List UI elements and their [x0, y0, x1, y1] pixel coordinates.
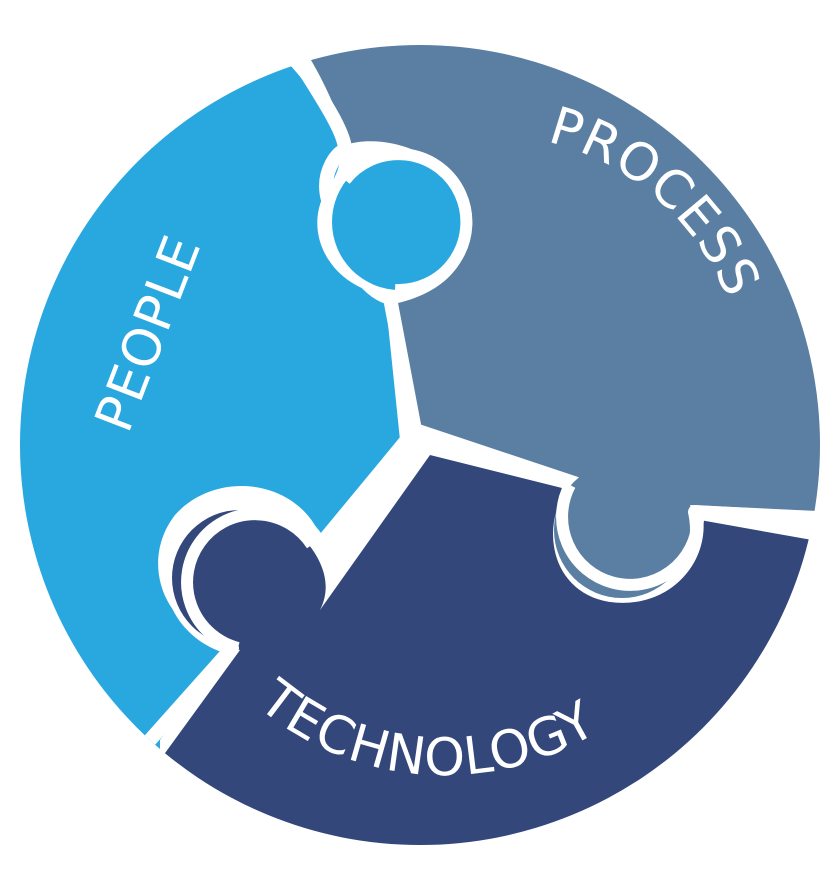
people-piece	[20, 65, 400, 845]
people-knob	[332, 154, 468, 290]
